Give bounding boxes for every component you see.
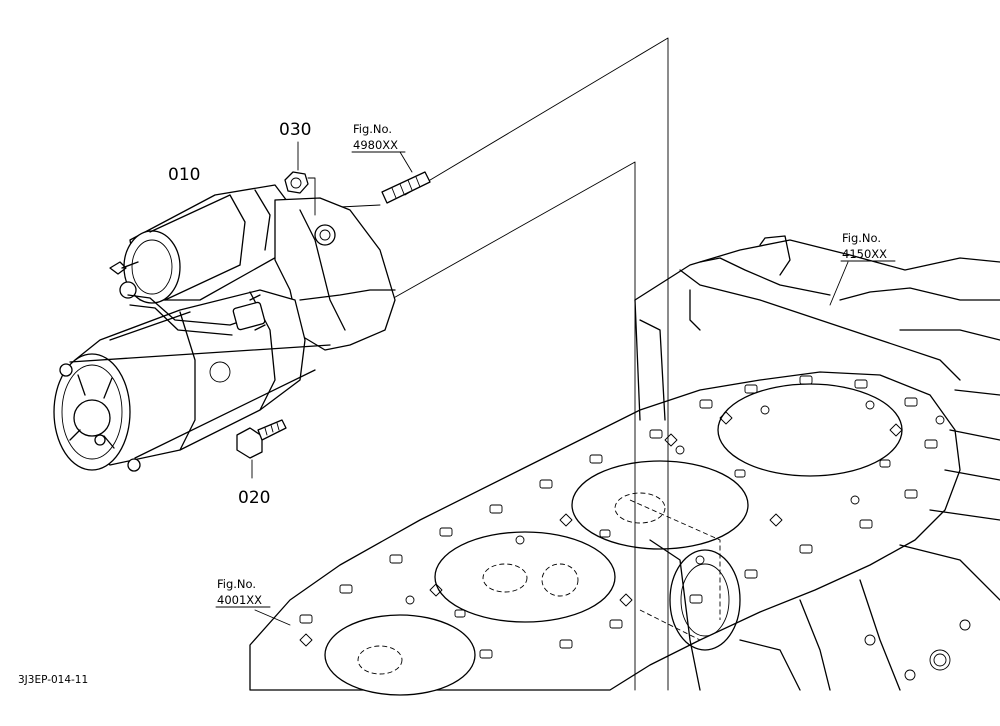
assembly-lines <box>339 37 669 691</box>
figure-ref-title: Fig.No. <box>353 122 392 136</box>
bolt-020-drawing <box>236 419 287 479</box>
leader-4150 <box>829 261 849 306</box>
starter-motor-drawing <box>53 184 396 472</box>
figure-ref-4001: Fig.No. 4001XX <box>215 577 271 608</box>
leader-4001 <box>254 609 291 626</box>
part-label-010: 010 <box>168 165 200 185</box>
part-label-030: 030 <box>279 120 311 140</box>
engine-block-drawing <box>249 235 1000 696</box>
figure-ref-number: 4980XX <box>353 138 398 152</box>
figure-ref-title: Fig.No. <box>217 577 256 591</box>
drawing-code: 3J3EP-014-11 <box>18 674 88 686</box>
figure-ref-4150: Fig.No. 4150XX <box>840 231 896 262</box>
part-label-020: 020 <box>238 488 270 508</box>
figure-ref-number: 4001XX <box>217 593 262 607</box>
figure-ref-number: 4150XX <box>842 247 887 261</box>
figure-ref-4980: Fig.No. 4980XX <box>351 122 406 153</box>
stud-4980-drawing <box>381 151 431 204</box>
nut-030-drawing <box>284 141 316 216</box>
figure-ref-title: Fig.No. <box>842 231 881 245</box>
